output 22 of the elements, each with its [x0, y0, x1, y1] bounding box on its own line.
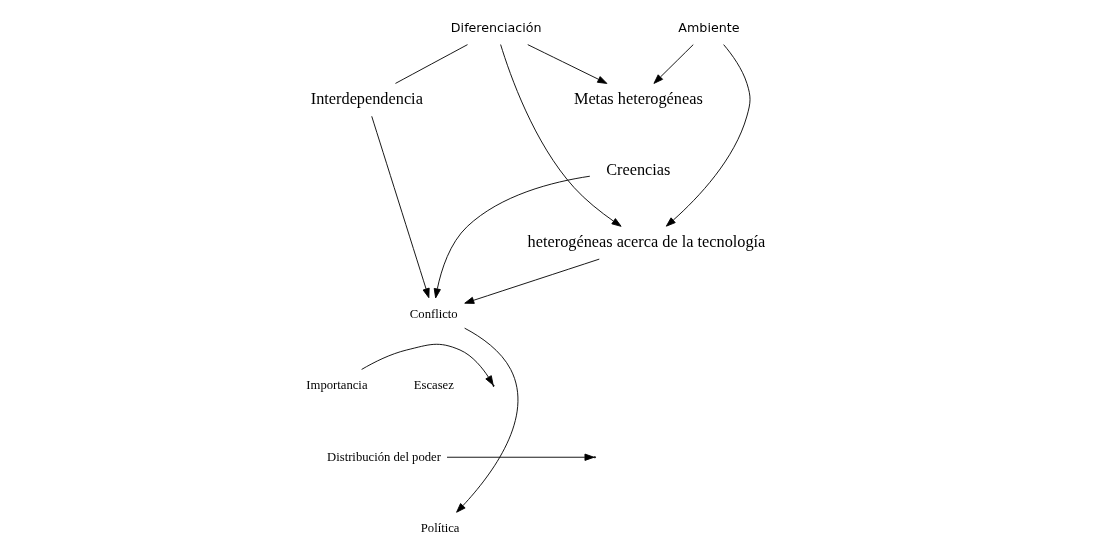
arrow — [463, 258, 600, 304]
node-text: Distribución del poder — [326, 449, 441, 464]
node-text: heterogéneas acerca de la tecnología — [527, 231, 765, 251]
arrow — [433, 175, 590, 299]
node-text: Interdependencia — [310, 88, 423, 108]
node-text: Diferenciación — [450, 19, 542, 35]
arrow — [526, 44, 607, 84]
arrow — [370, 115, 430, 299]
arrow — [499, 44, 622, 227]
arrow — [360, 343, 494, 386]
node-text: Conflicto — [409, 306, 458, 321]
connector — [394, 44, 468, 84]
node-text: Importancia — [305, 378, 368, 393]
arrow — [446, 453, 594, 461]
arrow — [665, 44, 750, 227]
node-text: Creencias — [605, 160, 670, 180]
arrow — [653, 44, 694, 84]
label: Escasez — [413, 378, 454, 393]
arrow — [455, 327, 518, 513]
node-text: Política — [420, 521, 459, 536]
node-text: Ambiente — [677, 19, 739, 35]
node-text: Metas heterogéneas — [573, 88, 703, 108]
